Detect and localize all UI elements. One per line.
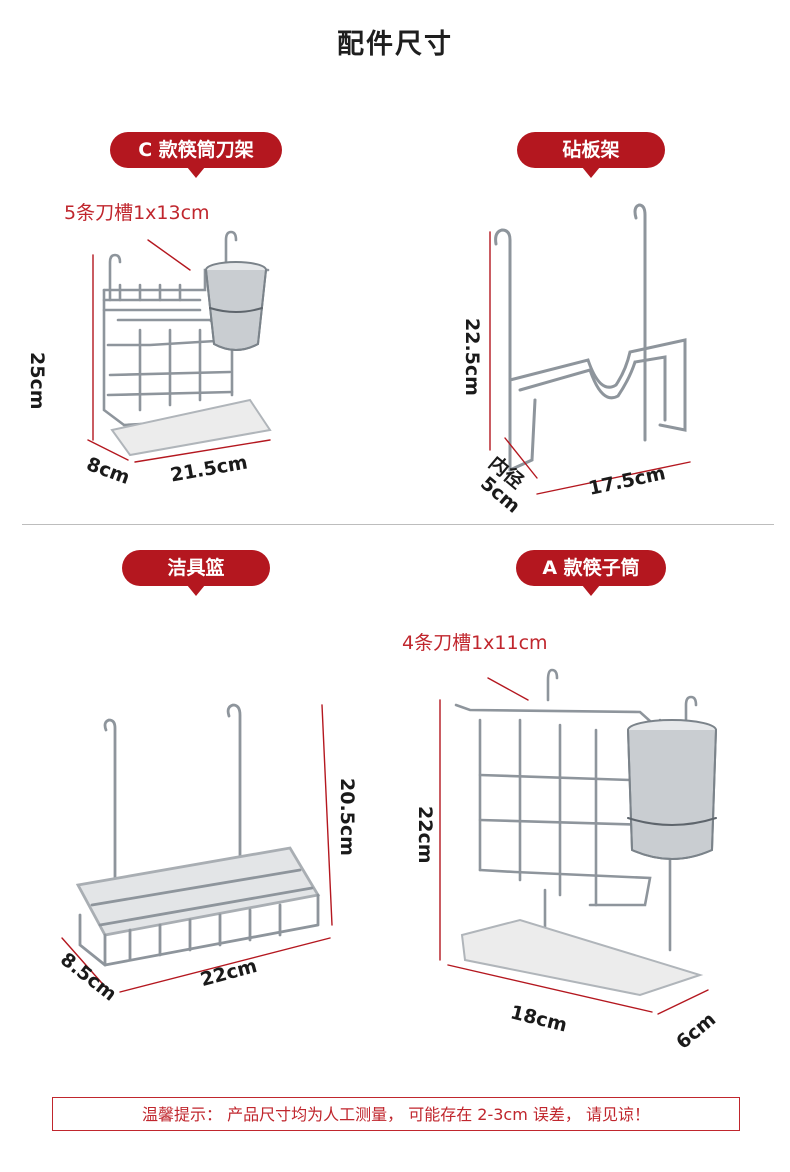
page-title: 配件尺寸 [337,29,453,60]
basket-dimension-lines [61,704,333,993]
a-drip-tray [460,918,704,997]
label-c-knife-rack: C 款筷筒刀架 [110,132,282,178]
c-drip-tray [110,398,272,457]
c-dimension-lines [87,239,271,463]
c-cup [205,261,267,351]
c-height-label: 25cm [26,352,48,410]
measurement-disclaimer: 温馨提示： 产品尺寸均为人工测量， 可能存在 2-3cm 误差， 请见谅！ [52,1097,740,1131]
cutting-board-rack-drawing [494,203,687,472]
a-dimension-lines [439,677,709,1015]
label-cutting-board-rack: 砧板架 [517,132,665,178]
a-height-label: 22cm [414,806,436,864]
basket-height-label: 20.5cm [336,778,358,856]
label-a-chopstick-holder: A 款筷子筒 [516,550,666,596]
section-divider [22,524,774,525]
cleaning-basket-drawing [75,703,321,967]
knife-slot-note-c: 5条刀槽1x13cm [64,202,210,224]
knife-slot-note-a: 4条刀槽1x11cm [402,632,548,654]
a-cup [627,719,717,860]
cutting-board-dimension-lines [489,231,691,495]
board-height-label: 22.5cm [461,318,483,396]
label-cleaning-basket: 洁具篮 [122,550,270,596]
